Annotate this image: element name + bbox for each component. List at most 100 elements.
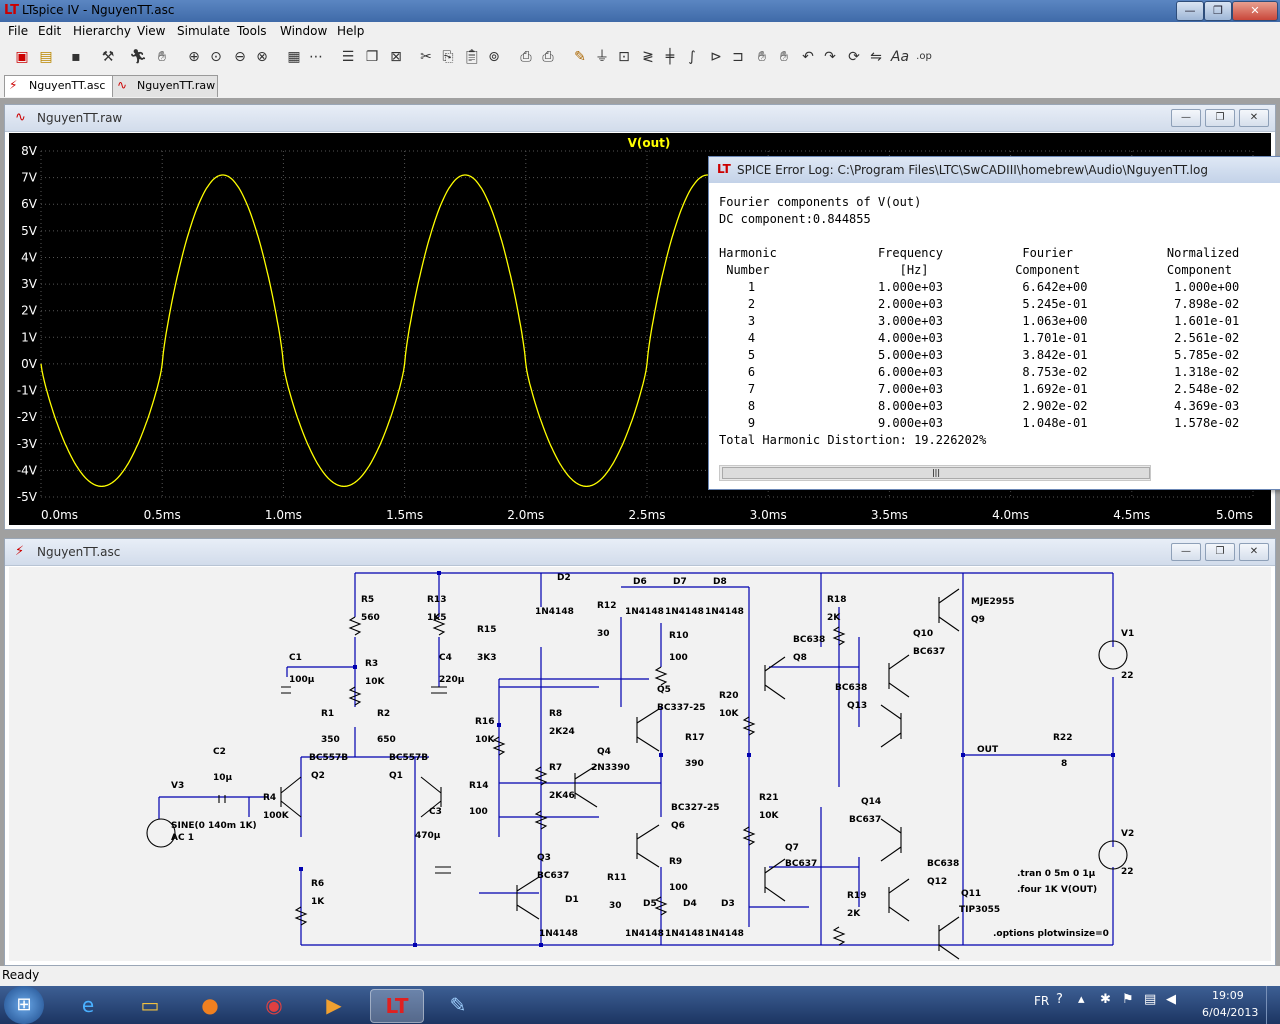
schematic-label[interactable]: Q1 — [389, 771, 403, 781]
schematic-label[interactable]: SINE(0 140m 1K) — [171, 821, 257, 831]
schematic-label[interactable]: 10μ — [213, 773, 233, 783]
schematic-label[interactable]: Q10 — [913, 629, 934, 639]
schematic-label[interactable]: R18 — [827, 595, 847, 605]
schematic-label[interactable]: D7 — [673, 577, 687, 587]
schematic-label[interactable]: Q2 — [311, 771, 325, 781]
schematic-label[interactable]: D5 — [643, 899, 657, 909]
schematic-label[interactable]: D8 — [713, 577, 727, 587]
halt-icon[interactable]: ✋︎ — [158, 49, 166, 65]
maximize-button[interactable]: ❐ — [1204, 1, 1232, 21]
schematic-label[interactable]: 1N4148 — [625, 929, 664, 939]
capacitor-icon[interactable]: ╪ — [665, 49, 675, 65]
schematic-label[interactable]: 560 — [361, 613, 380, 623]
menu-hierarchy[interactable]: Hierarchy — [73, 24, 132, 38]
zoom-in-icon[interactable]: ⊕ — [188, 49, 200, 65]
schematic-label[interactable]: BC637 — [913, 647, 946, 657]
schematic-label[interactable]: R3 — [365, 659, 379, 669]
schematic-label[interactable]: Q12 — [927, 877, 948, 887]
schematic-label[interactable]: Q9 — [971, 615, 985, 625]
schematic-label[interactable]: R7 — [549, 763, 563, 773]
cut-icon[interactable]: ✂ — [420, 49, 432, 65]
schematic-label[interactable]: R8 — [549, 709, 563, 719]
schematic-label[interactable]: 1N4148 — [705, 607, 744, 617]
ltspice-task-icon[interactable]: LT — [370, 989, 424, 1023]
schematic-label[interactable]: Q6 — [671, 821, 685, 831]
schematic-label[interactable]: BC557B — [309, 753, 349, 763]
restore-button[interactable]: ❐ — [1205, 543, 1235, 561]
schematic-label[interactable]: D4 — [683, 899, 697, 909]
undo-icon[interactable]: ↶ — [802, 49, 814, 65]
horizontal-scrollbar[interactable]: ||| — [719, 465, 1151, 481]
schematic-label[interactable]: 100μ — [289, 675, 315, 685]
schematic-label[interactable]: TIP3055 — [959, 905, 1001, 915]
close-button[interactable]: ✕ — [1239, 543, 1269, 561]
drag-icon[interactable]: ✋︎ — [780, 49, 788, 65]
schematic-label[interactable]: 390 — [685, 759, 704, 769]
schematic-label[interactable]: 2N3390 — [591, 763, 630, 773]
schematic-label[interactable]: 1N4148 — [665, 929, 704, 939]
chrome-icon[interactable]: ◉ — [265, 993, 283, 1017]
minimize-button[interactable]: — — [1171, 109, 1201, 127]
language-indicator[interactable]: FR — [1034, 994, 1050, 1008]
schematic-label[interactable]: D1 — [565, 895, 579, 905]
schematic-label[interactable]: 22 — [1121, 671, 1134, 681]
explorer-icon[interactable]: ▭ — [140, 993, 160, 1017]
menu-help[interactable]: Help — [337, 24, 365, 38]
bluetooth-icon[interactable]: ✱ — [1100, 992, 1111, 1007]
schematic-label[interactable]: 1N4148 — [539, 929, 578, 939]
schematic-label[interactable]: R13 — [427, 595, 447, 605]
copy-icon[interactable]: ⎘ — [442, 49, 454, 65]
schematic-label[interactable]: BC638 — [835, 683, 868, 693]
clock-date[interactable]: 6/04/2013 — [1202, 1006, 1259, 1019]
schematic-label[interactable]: R21 — [759, 793, 779, 803]
schematic-label[interactable]: 1N4148 — [625, 607, 664, 617]
schematic-label[interactable]: BC638 — [793, 635, 826, 645]
spice-directive-icon[interactable]: .op — [916, 51, 932, 62]
schematic-label[interactable]: BC638 — [927, 859, 960, 869]
pan-icon[interactable]: ⊙ — [210, 49, 222, 65]
schematic-label[interactable]: 1K5 — [427, 613, 447, 623]
schematic-label[interactable]: 2K46 — [549, 791, 575, 801]
schematic-label[interactable]: BC637 — [785, 859, 818, 869]
schematic-label[interactable]: BC337-25 — [657, 703, 706, 713]
ground-icon[interactable]: ⏚ — [595, 49, 609, 65]
schematic-label[interactable]: V3 — [171, 781, 185, 791]
minimize-button[interactable]: — — [1176, 1, 1204, 21]
schematic-label[interactable]: 100K — [263, 811, 289, 821]
menu-simulate[interactable]: Simulate — [177, 24, 231, 38]
schematic-label[interactable]: 1N4148 — [535, 607, 574, 617]
menu-window[interactable]: Window — [280, 24, 328, 38]
schematic-label[interactable]: R15 — [477, 625, 497, 635]
rotate-icon[interactable]: ⟳ — [848, 49, 860, 65]
new-schematic-icon[interactable]: ▣ — [15, 49, 29, 65]
schematic-label[interactable]: R20 — [719, 691, 739, 701]
firefox-icon[interactable]: ● — [201, 993, 219, 1017]
autorange-icon[interactable]: ▦ — [287, 49, 301, 65]
schematic-label[interactable]: Q3 — [537, 853, 551, 863]
start-button[interactable]: ⊞ — [4, 986, 44, 1024]
schematic-label[interactable]: BC557B — [389, 753, 429, 763]
close-window-icon[interactable]: ⊠ — [390, 49, 402, 65]
show-desktop-button[interactable] — [1266, 986, 1280, 1024]
schematic-label[interactable]: R10 — [669, 631, 689, 641]
print-setup-icon[interactable]: ⎙ — [520, 49, 532, 65]
schematic-label[interactable]: 2K — [827, 613, 841, 623]
schematic-label[interactable]: 10K — [759, 811, 779, 821]
schematic-label[interactable]: D2 — [557, 573, 571, 583]
schematic-label[interactable]: 650 — [377, 735, 396, 745]
schematic-label[interactable]: 10K — [719, 709, 739, 719]
schematic-label[interactable]: 100 — [669, 883, 688, 893]
schematic-label[interactable]: 3K3 — [477, 653, 497, 663]
paste-icon[interactable]: 📋︎ — [463, 49, 481, 65]
scrollbar-thumb[interactable]: ||| — [722, 467, 1150, 479]
close-button[interactable]: ✕ — [1239, 109, 1269, 127]
text-icon[interactable]: Aa — [890, 49, 910, 65]
schematic-label[interactable]: Q14 — [861, 797, 882, 807]
schematic-label[interactable]: V2 — [1121, 829, 1135, 839]
schematic-label[interactable]: D3 — [721, 899, 735, 909]
schematic-label[interactable]: R2 — [377, 709, 391, 719]
schematic-label[interactable]: 8 — [1061, 759, 1068, 769]
diode-icon[interactable]: ⊳ — [710, 49, 722, 65]
paint-icon[interactable]: ✎ — [449, 993, 467, 1017]
schematic-label[interactable]: Q7 — [785, 843, 799, 853]
